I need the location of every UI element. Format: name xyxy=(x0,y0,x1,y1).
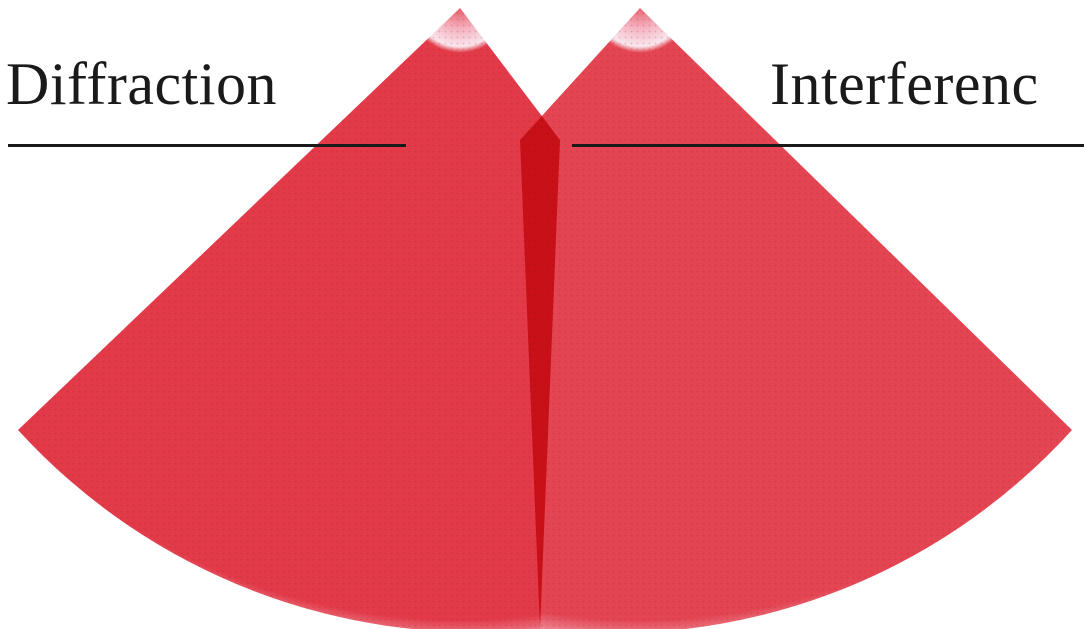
diffraction-label: Diffraction xyxy=(6,54,277,114)
interference-label: Interferenc xyxy=(770,54,1039,114)
interference-underline xyxy=(572,144,1084,147)
diffraction-underline xyxy=(8,144,406,147)
